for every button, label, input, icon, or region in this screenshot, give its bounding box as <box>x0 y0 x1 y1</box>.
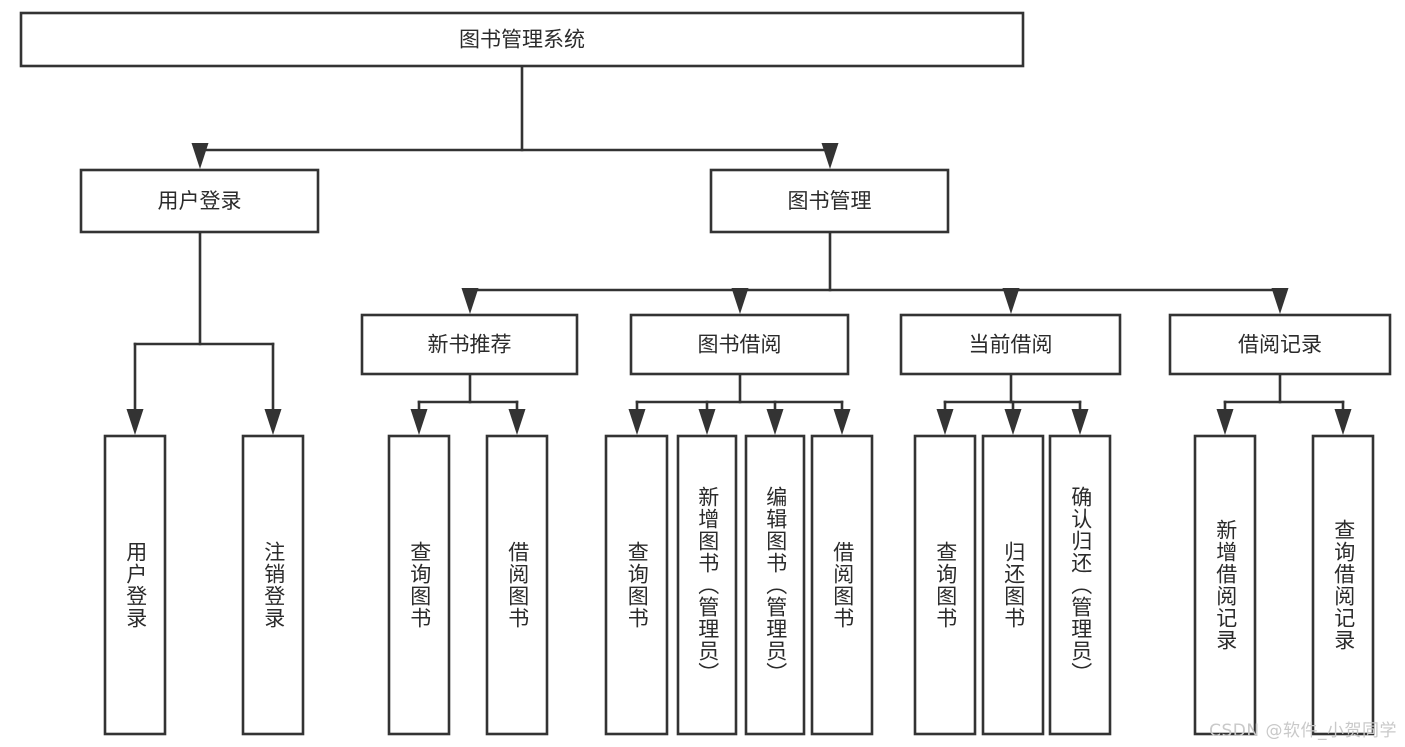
node-leaf-add-record[interactable] <box>1193 434 1257 736</box>
node-root[interactable]: 图书管理系统 <box>19 11 1025 68</box>
node-leaf-user-logout[interactable] <box>241 434 305 736</box>
node-current-borrow[interactable]: 当前借阅 <box>899 313 1122 376</box>
node-box-book-manage <box>709 168 950 234</box>
node-label-book-borrow: 图书借阅 <box>698 333 782 357</box>
node-label-new-book-recommend: 新书推荐 <box>428 333 512 357</box>
node-leaf-add-book[interactable] <box>676 434 738 736</box>
node-box-leaf-borrow-book-2 <box>810 434 874 736</box>
node-leaf-borrow-book-1[interactable] <box>485 434 549 736</box>
node-box-leaf-edit-book <box>744 434 806 736</box>
node-box-leaf-query-record <box>1311 434 1375 736</box>
arrow-head-leaf-query-record <box>1334 409 1352 435</box>
node-leaf-user-login[interactable] <box>103 434 167 736</box>
arrow-head-leaf-user-login <box>126 409 144 435</box>
arrow-head-leaf-edit-book <box>766 409 784 435</box>
arrow-head-user-login <box>191 143 209 169</box>
arrow-head-book-borrow <box>731 288 749 314</box>
node-box-user-login <box>79 168 320 234</box>
arrow-head-borrow-record <box>1271 288 1289 314</box>
arrow-head-leaf-query-book-3 <box>936 409 954 435</box>
arrow-head-leaf-query-book-2 <box>628 409 646 435</box>
node-label-current-borrow: 当前借阅 <box>969 333 1053 357</box>
node-leaf-borrow-book-2[interactable] <box>810 434 874 736</box>
node-box-leaf-borrow-book-1 <box>485 434 549 736</box>
node-borrow-record[interactable]: 借阅记录 <box>1168 313 1392 376</box>
node-label-user-login: 用户登录 <box>158 189 242 213</box>
node-book-manage[interactable]: 图书管理 <box>709 168 950 234</box>
node-label-book-manage: 图书管理 <box>788 189 872 213</box>
arrow-head-book-manage <box>821 143 839 169</box>
node-box-leaf-user-login <box>103 434 167 736</box>
node-box-leaf-query-book-1 <box>387 434 451 736</box>
node-leaf-query-book-1[interactable] <box>387 434 451 736</box>
node-new-book-recommend[interactable]: 新书推荐 <box>360 313 579 376</box>
arrow-head-leaf-query-book-1 <box>410 409 428 435</box>
arrow-head-leaf-borrow-book-2 <box>833 409 851 435</box>
node-box-leaf-query-book-3 <box>913 434 977 736</box>
node-book-borrow[interactable]: 图书借阅 <box>629 313 850 376</box>
node-box-leaf-confirm-return <box>1048 434 1112 736</box>
watermark-text: CSDN @软件_小贺同学 <box>1209 721 1397 741</box>
arrow-head-current-borrow <box>1002 288 1020 314</box>
node-box-leaf-query-book-2 <box>604 434 669 736</box>
node-leaf-edit-book[interactable] <box>744 434 806 736</box>
node-label-borrow-record: 借阅记录 <box>1238 333 1322 357</box>
node-box-leaf-user-logout <box>241 434 305 736</box>
node-box-current-borrow <box>899 313 1122 376</box>
node-leaf-return-book[interactable] <box>981 434 1045 736</box>
node-leaf-query-book-2[interactable] <box>604 434 669 736</box>
node-box-leaf-add-record <box>1193 434 1257 736</box>
arrow-head-leaf-confirm-return <box>1071 409 1089 435</box>
node-box-leaf-add-book <box>676 434 738 736</box>
node-box-leaf-return-book <box>981 434 1045 736</box>
node-box-borrow-record <box>1168 313 1392 376</box>
connector-lines <box>126 64 1352 435</box>
node-box-root <box>19 11 1025 68</box>
arrow-head-leaf-borrow-book-1 <box>508 409 526 435</box>
arrow-head-new-book-recommend <box>461 288 479 314</box>
node-label-root: 图书管理系统 <box>459 28 585 52</box>
arrow-head-leaf-add-book <box>698 409 716 435</box>
node-leaf-query-record[interactable] <box>1311 434 1375 736</box>
node-box-book-borrow <box>629 313 850 376</box>
node-leaf-query-book-3[interactable] <box>913 434 977 736</box>
arrow-head-leaf-add-record <box>1216 409 1234 435</box>
node-leaf-confirm-return[interactable] <box>1048 434 1112 736</box>
node-user-login[interactable]: 用户登录 <box>79 168 320 234</box>
arrow-head-leaf-return-book <box>1004 409 1022 435</box>
node-box-new-book-recommend <box>360 313 579 376</box>
arrow-head-leaf-user-logout <box>264 409 282 435</box>
